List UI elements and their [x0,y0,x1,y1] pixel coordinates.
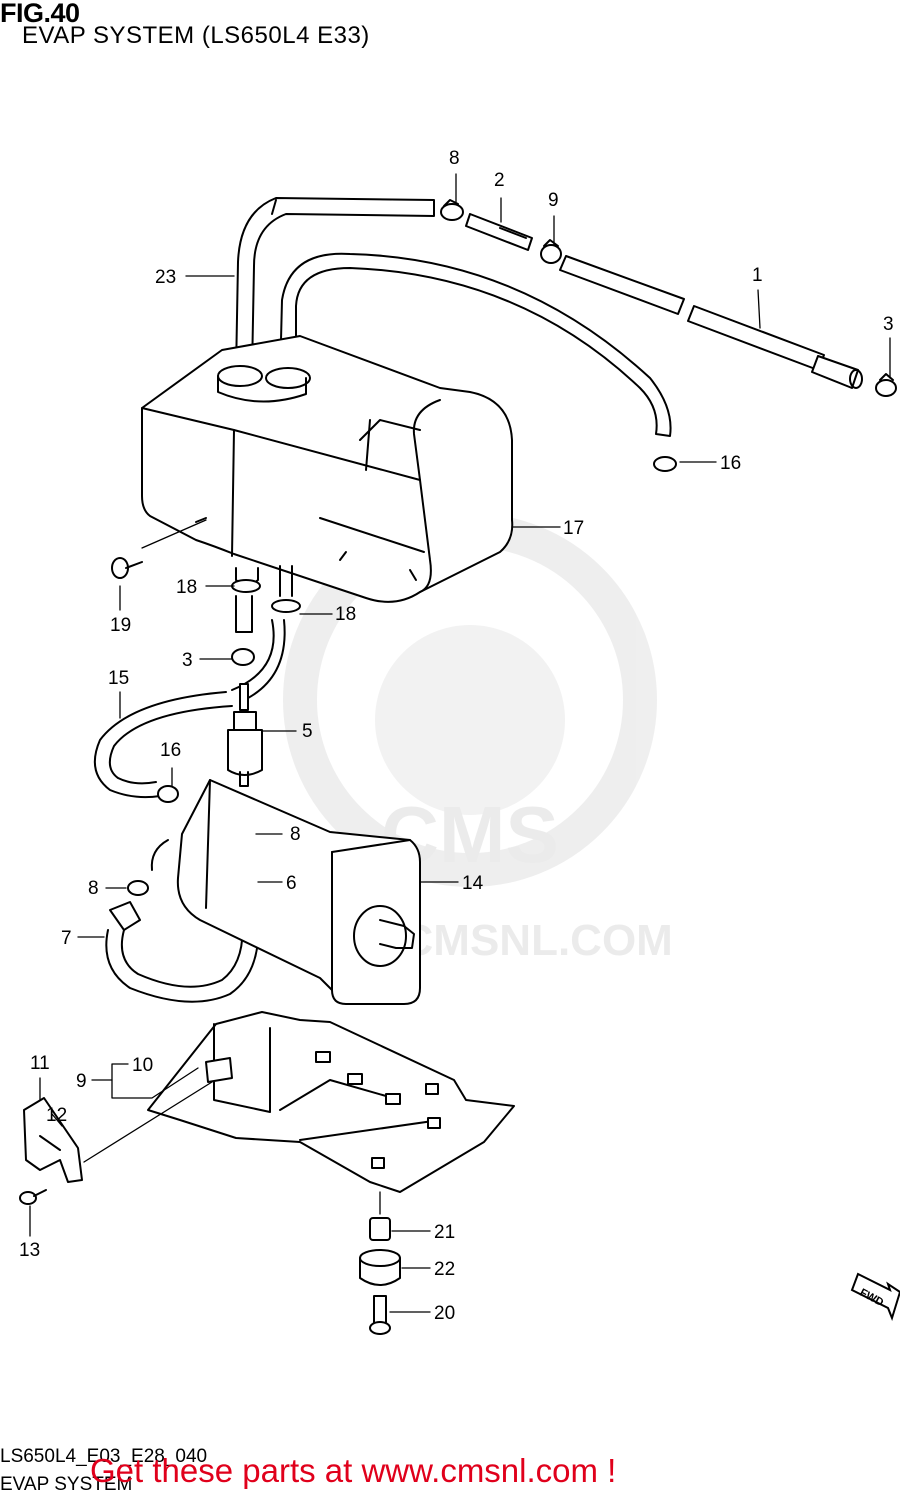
callout-21: 21 [434,1222,455,1243]
clamp-3-right [875,373,897,397]
bracket-9 [147,1011,515,1193]
cushion-22 [359,1249,401,1286]
callout-1: 1 [752,265,763,286]
screw-13 [19,1189,47,1205]
diagram-code: LS650L4_E03_E28_040 [0,1446,208,1467]
diagram-title: EVAP SYSTEM (LS650L4 E33) [22,22,370,49]
clamp-8-lower [127,880,149,896]
callout-16-left: 16 [160,740,181,761]
collar-21 [369,1217,391,1241]
figure-number: FIG.40 [0,0,80,28]
callout-22: 22 [434,1259,455,1280]
callout-3-right: 3 [883,314,894,335]
callout-4-lower: 9 [548,190,559,211]
callout-16-right: 16 [720,453,741,474]
callout-23: 23 [155,267,176,288]
callout-11: 11 [30,1053,50,1074]
callout-labels: 8 2 9 1 3 23 16 17 18 18 19 3 15 5 16 8 … [19,148,894,1324]
hose-23 [235,197,672,437]
callout-12: 12 [46,1105,67,1126]
callout-8-lower: 8 [88,878,99,899]
callout-10: 10 [132,1055,153,1076]
callout-9: 9 [76,1071,87,1092]
callout-18-left: 18 [176,577,197,598]
callout-3-center: 3 [182,650,193,671]
callout-20: 20 [434,1303,455,1324]
bolt-20 [369,1295,391,1335]
hose-1 [559,255,863,389]
callout-8-upper: 8 [290,824,301,845]
callout-17: 17 [563,518,584,539]
callout-18-right: 18 [335,604,356,625]
diagram-name: EVAP SYSTEM [0,1474,133,1495]
callout-13: 13 [19,1240,40,1261]
canister-14 [150,779,421,1005]
clamp-11 [23,1097,83,1183]
callout-4-upper: 8 [449,148,460,169]
callout-7: 7 [61,928,72,949]
fwd-arrow: FWD [850,1272,900,1322]
callout-2: 2 [494,170,505,191]
callout-5: 5 [302,721,313,742]
promo-link[interactable]: Get these parts at www.cmsnl.com ! [90,1452,617,1489]
clamp-4-lower [540,239,562,264]
valve-5 [227,683,263,787]
leader-lines [29,173,891,1313]
evap-tank-17 [141,335,514,603]
hose-7 [105,901,260,1003]
screw-19 [111,557,143,579]
clamp-16-left [157,785,179,803]
callout-14: 14 [462,873,484,894]
clamp-3-center [231,648,255,666]
callout-6: 6 [286,873,297,894]
pipe-2 [465,213,533,251]
fitting-18-right [271,565,301,613]
callout-15: 15 [108,668,129,689]
clamp-16-right [653,456,677,472]
fitting-18-left [231,567,261,633]
clamp-4-upper [440,199,464,221]
rubber-10 [205,1057,233,1083]
callout-19: 19 [110,615,131,636]
